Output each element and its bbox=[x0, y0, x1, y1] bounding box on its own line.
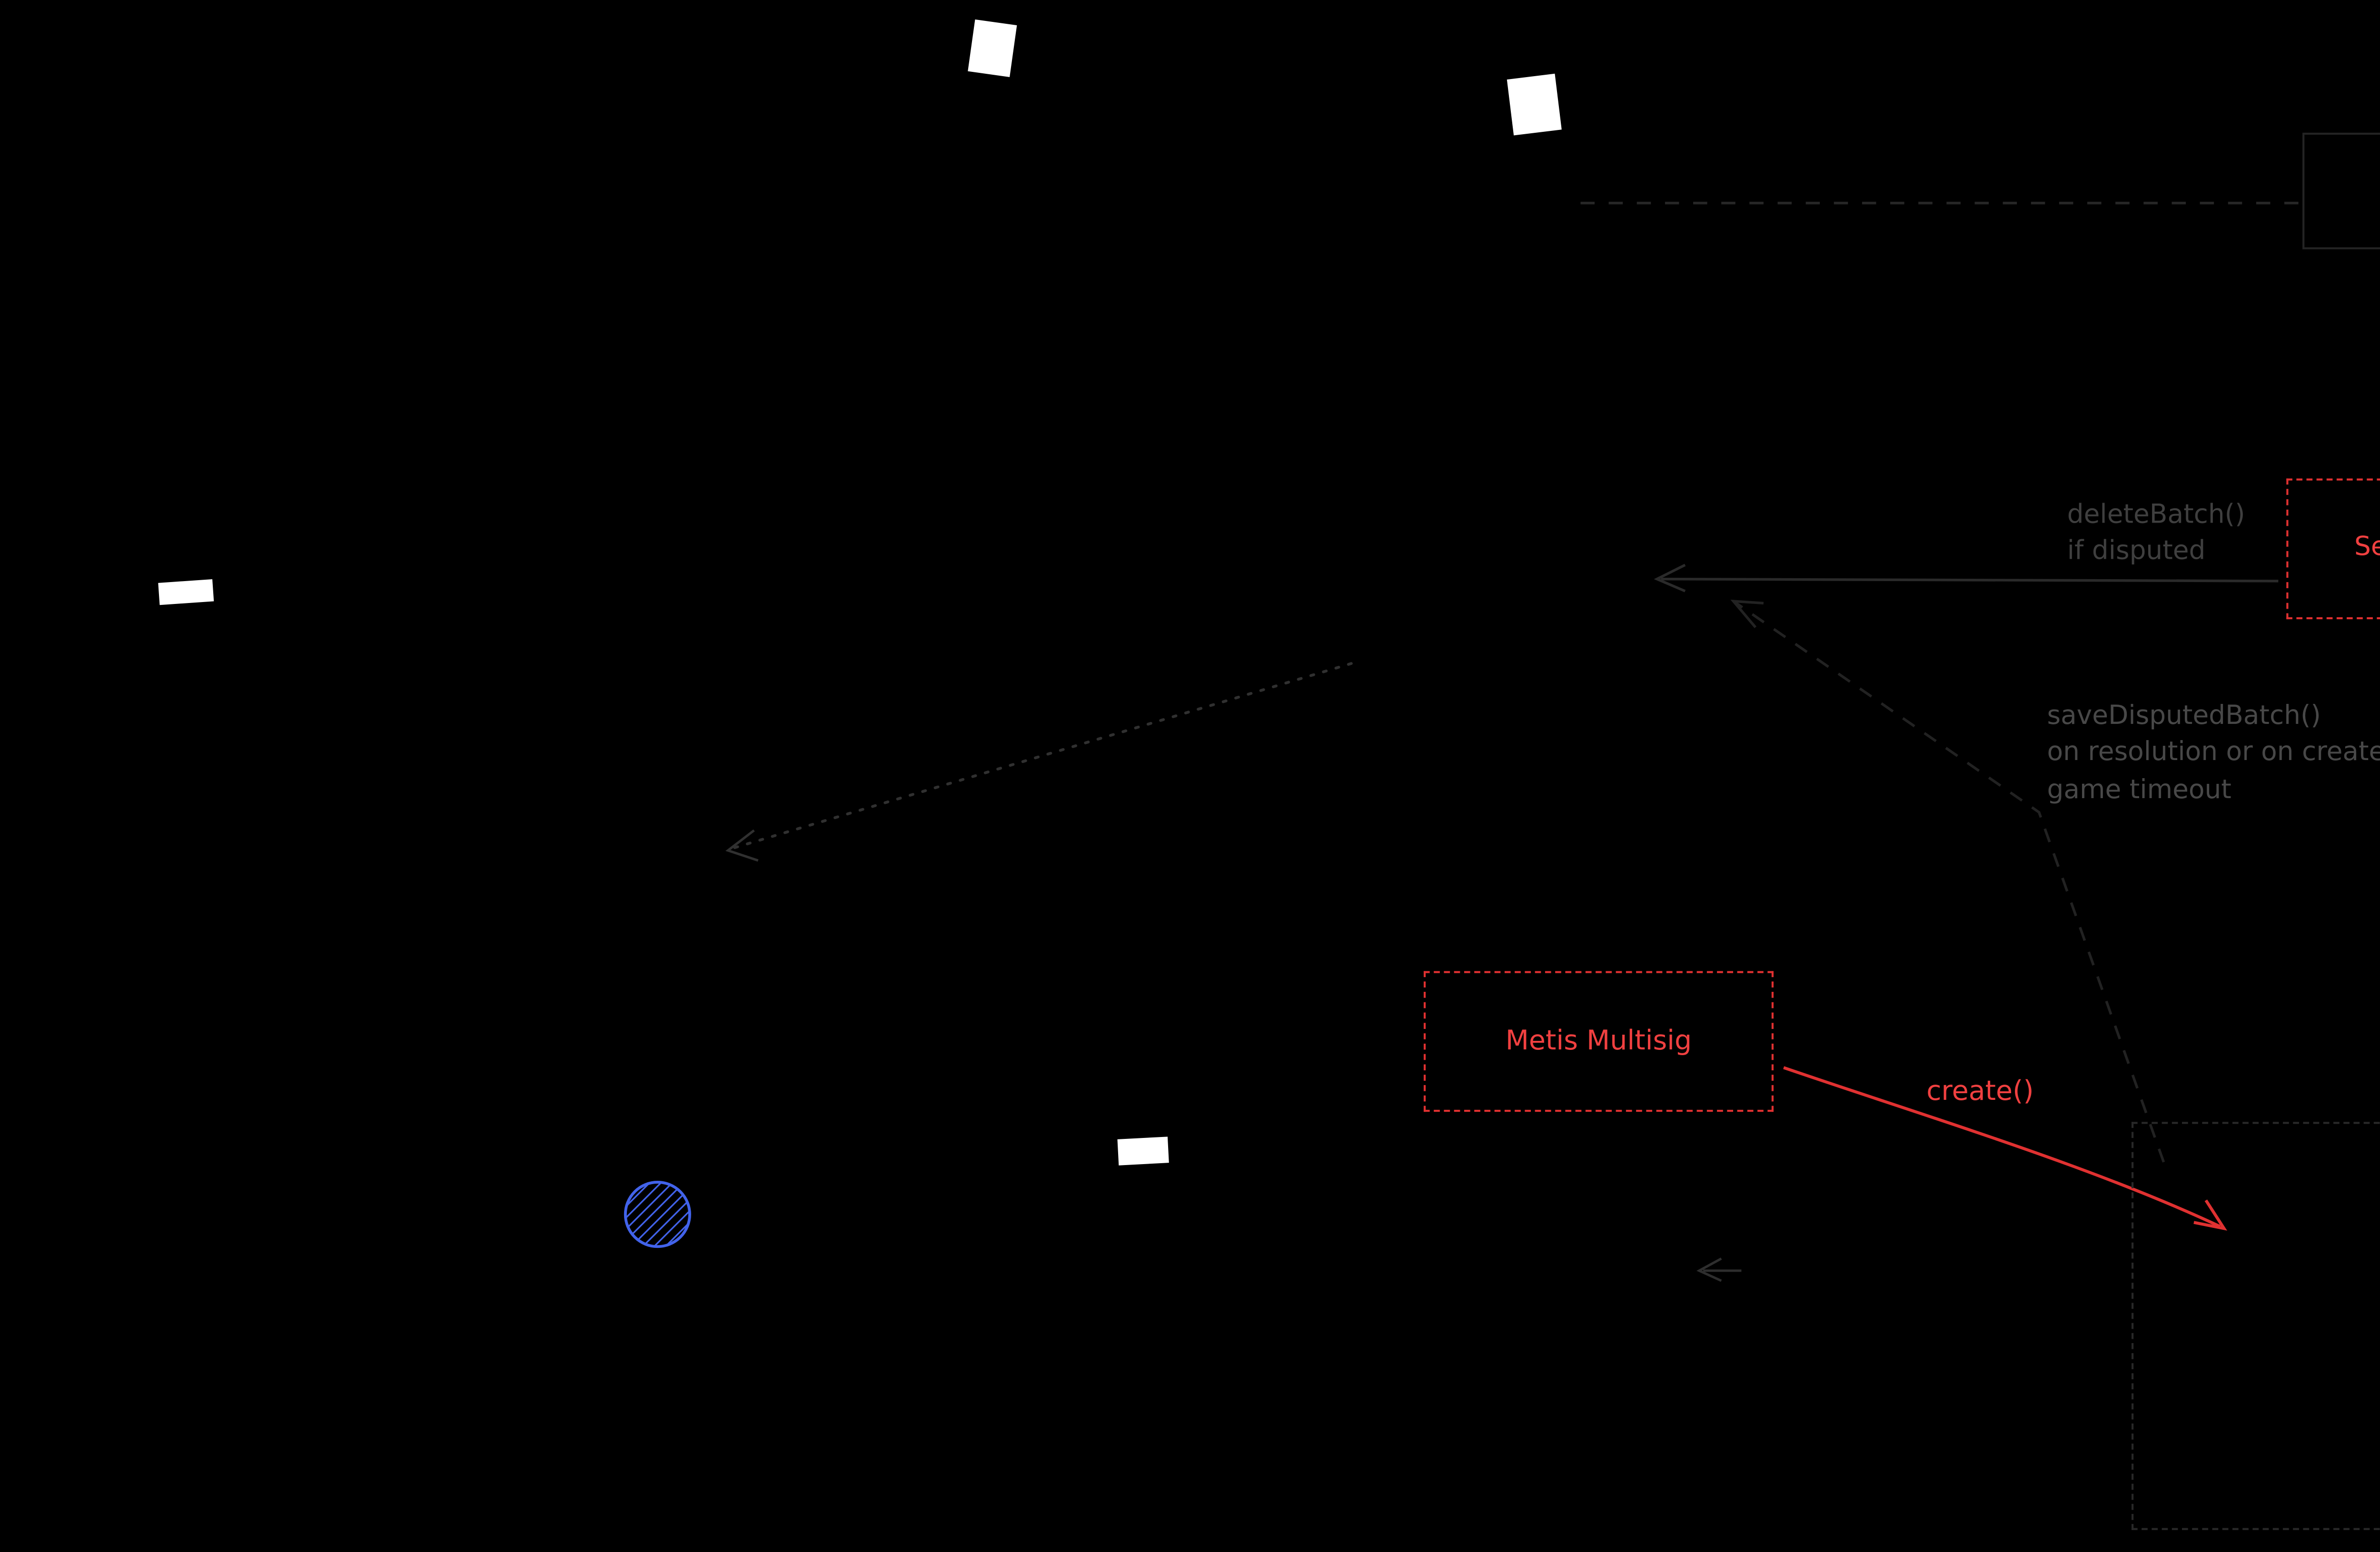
metis-multisig-box: Metis Multisig bbox=[1423, 971, 1774, 1112]
small-left-arrow bbox=[1696, 1257, 1742, 1282]
white-marker bbox=[968, 19, 1017, 77]
blue-hatched-circle bbox=[624, 1181, 691, 1248]
dotted-arrow bbox=[725, 662, 1353, 862]
white-marker bbox=[1117, 1137, 1169, 1166]
security-council-label: Metis Security Council Minority bbox=[2354, 533, 2380, 563]
security-council-box: Metis Security Council Minority bbox=[2286, 478, 2380, 620]
metis-multisig-label: Metis Multisig bbox=[1505, 1025, 1692, 1058]
cannon-fault-proof-box bbox=[2131, 1122, 2380, 1530]
proposer-registry-box: Proposer Registry bbox=[2302, 132, 2380, 249]
save-disputed-batch-label: saveDisputedBatch() on resolution or on … bbox=[2047, 702, 2380, 806]
white-marker bbox=[1507, 73, 1562, 136]
white-marker bbox=[158, 579, 214, 605]
delete-batch-label: deleteBatch() if disputed bbox=[2067, 500, 2245, 568]
create-label: create() bbox=[1926, 1076, 2034, 1108]
